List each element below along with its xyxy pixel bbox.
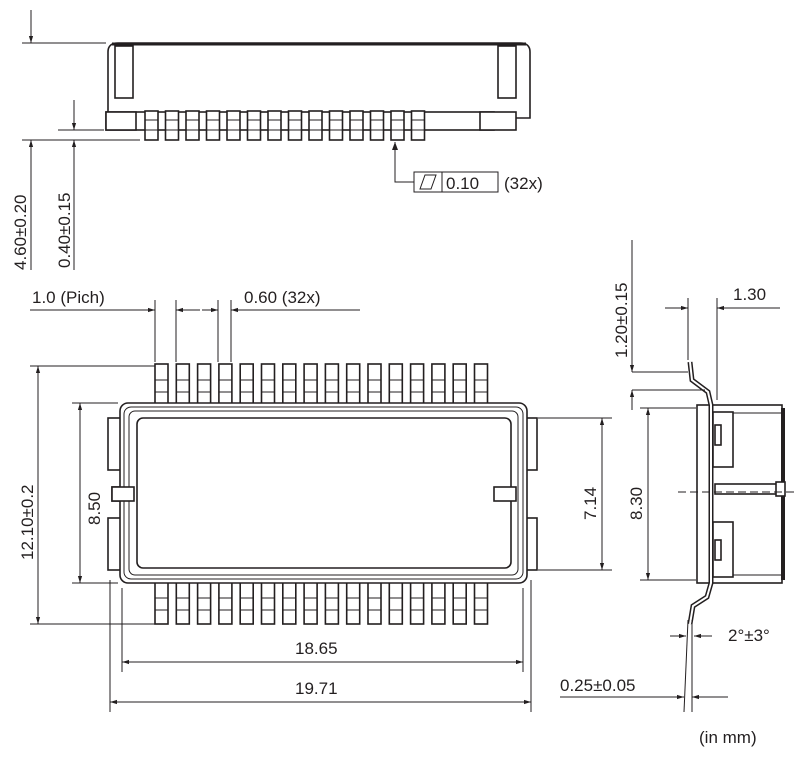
pin-top — [452, 363, 468, 407]
side-pin — [328, 110, 344, 141]
overall-width-label: 12.10±0.2 — [18, 484, 37, 560]
unit-note: (in mm) — [699, 728, 757, 747]
lead-length-label: 1.30 — [733, 285, 766, 304]
coplanarity-value: 0.10 — [446, 174, 479, 193]
pin-top — [473, 363, 489, 407]
side-pin — [349, 110, 364, 141]
pin-bottom — [431, 581, 446, 625]
coplanarity-count: (32x) — [504, 174, 543, 193]
overall-length-label: 19.71 — [295, 679, 338, 698]
side-pin — [205, 110, 221, 141]
side-pin — [246, 110, 262, 141]
side-view: 4.60±0.20 0.40±0.15 0.10 (32x) — [11, 10, 543, 270]
pin-top — [218, 363, 233, 407]
pin-top — [196, 363, 212, 407]
pin-bottom — [452, 581, 468, 625]
lead-height-label: 1.20±0.15 — [612, 282, 631, 358]
pin-bottom — [281, 581, 297, 625]
pin-top — [345, 363, 361, 407]
pitch-label: 1.0 (Pich) — [32, 288, 105, 307]
side-pin — [185, 110, 200, 141]
pin-bottom — [324, 581, 340, 625]
side-pin — [226, 110, 241, 141]
pin-width-label: 0.60 (32x) — [244, 288, 321, 307]
pin-bottom — [218, 581, 233, 625]
pin-bottom — [260, 581, 276, 625]
pin-bottom — [175, 581, 191, 625]
pin-top — [367, 363, 382, 407]
body-length-label: 18.65 — [295, 639, 338, 658]
pin-bottom — [239, 581, 254, 625]
top-view-pins — [154, 363, 489, 625]
pin-top — [431, 363, 446, 407]
side-view-pins — [144, 110, 426, 141]
lead-angle-label: 2°±3° — [728, 626, 770, 645]
pin-top — [409, 363, 425, 407]
lead-thickness-label: 0.25±0.05 — [560, 676, 636, 695]
pin-top — [260, 363, 276, 407]
side-pin — [287, 110, 303, 141]
pin-top — [303, 363, 318, 407]
height-label: 4.60±0.20 — [11, 194, 30, 270]
side-pin — [164, 110, 180, 141]
end-view: 1.20±0.15 1.30 8.30 2°±3° 0.25±0.05 — [560, 240, 795, 713]
side-pin — [410, 110, 426, 141]
pin-bottom — [345, 581, 361, 625]
pin-bottom — [154, 581, 169, 625]
pin-bottom — [409, 581, 425, 625]
pin-top — [324, 363, 340, 407]
side-pin — [308, 110, 323, 141]
body-height-label: 8.30 — [627, 487, 646, 520]
side-pin — [144, 110, 159, 141]
pin-bottom — [388, 581, 404, 625]
side-pin — [390, 110, 405, 141]
body-width-label: 8.50 — [85, 492, 104, 525]
side-pin — [267, 110, 282, 141]
standoff-label: 0.40±0.15 — [55, 192, 74, 268]
pin-top — [154, 363, 169, 407]
top-view: 1.0 (Pich) 0.60 (32x) 12.10±0.2 8.50 7.1… — [18, 288, 612, 712]
inner-width-label: 7.14 — [581, 487, 600, 520]
pin-bottom — [303, 581, 318, 625]
pin-bottom — [473, 581, 489, 625]
pin-top — [239, 363, 254, 407]
pin-top — [281, 363, 297, 407]
pin-top — [175, 363, 191, 407]
pin-top — [388, 363, 404, 407]
pin-bottom — [196, 581, 212, 625]
pin-bottom — [367, 581, 382, 625]
side-pin — [369, 110, 385, 141]
